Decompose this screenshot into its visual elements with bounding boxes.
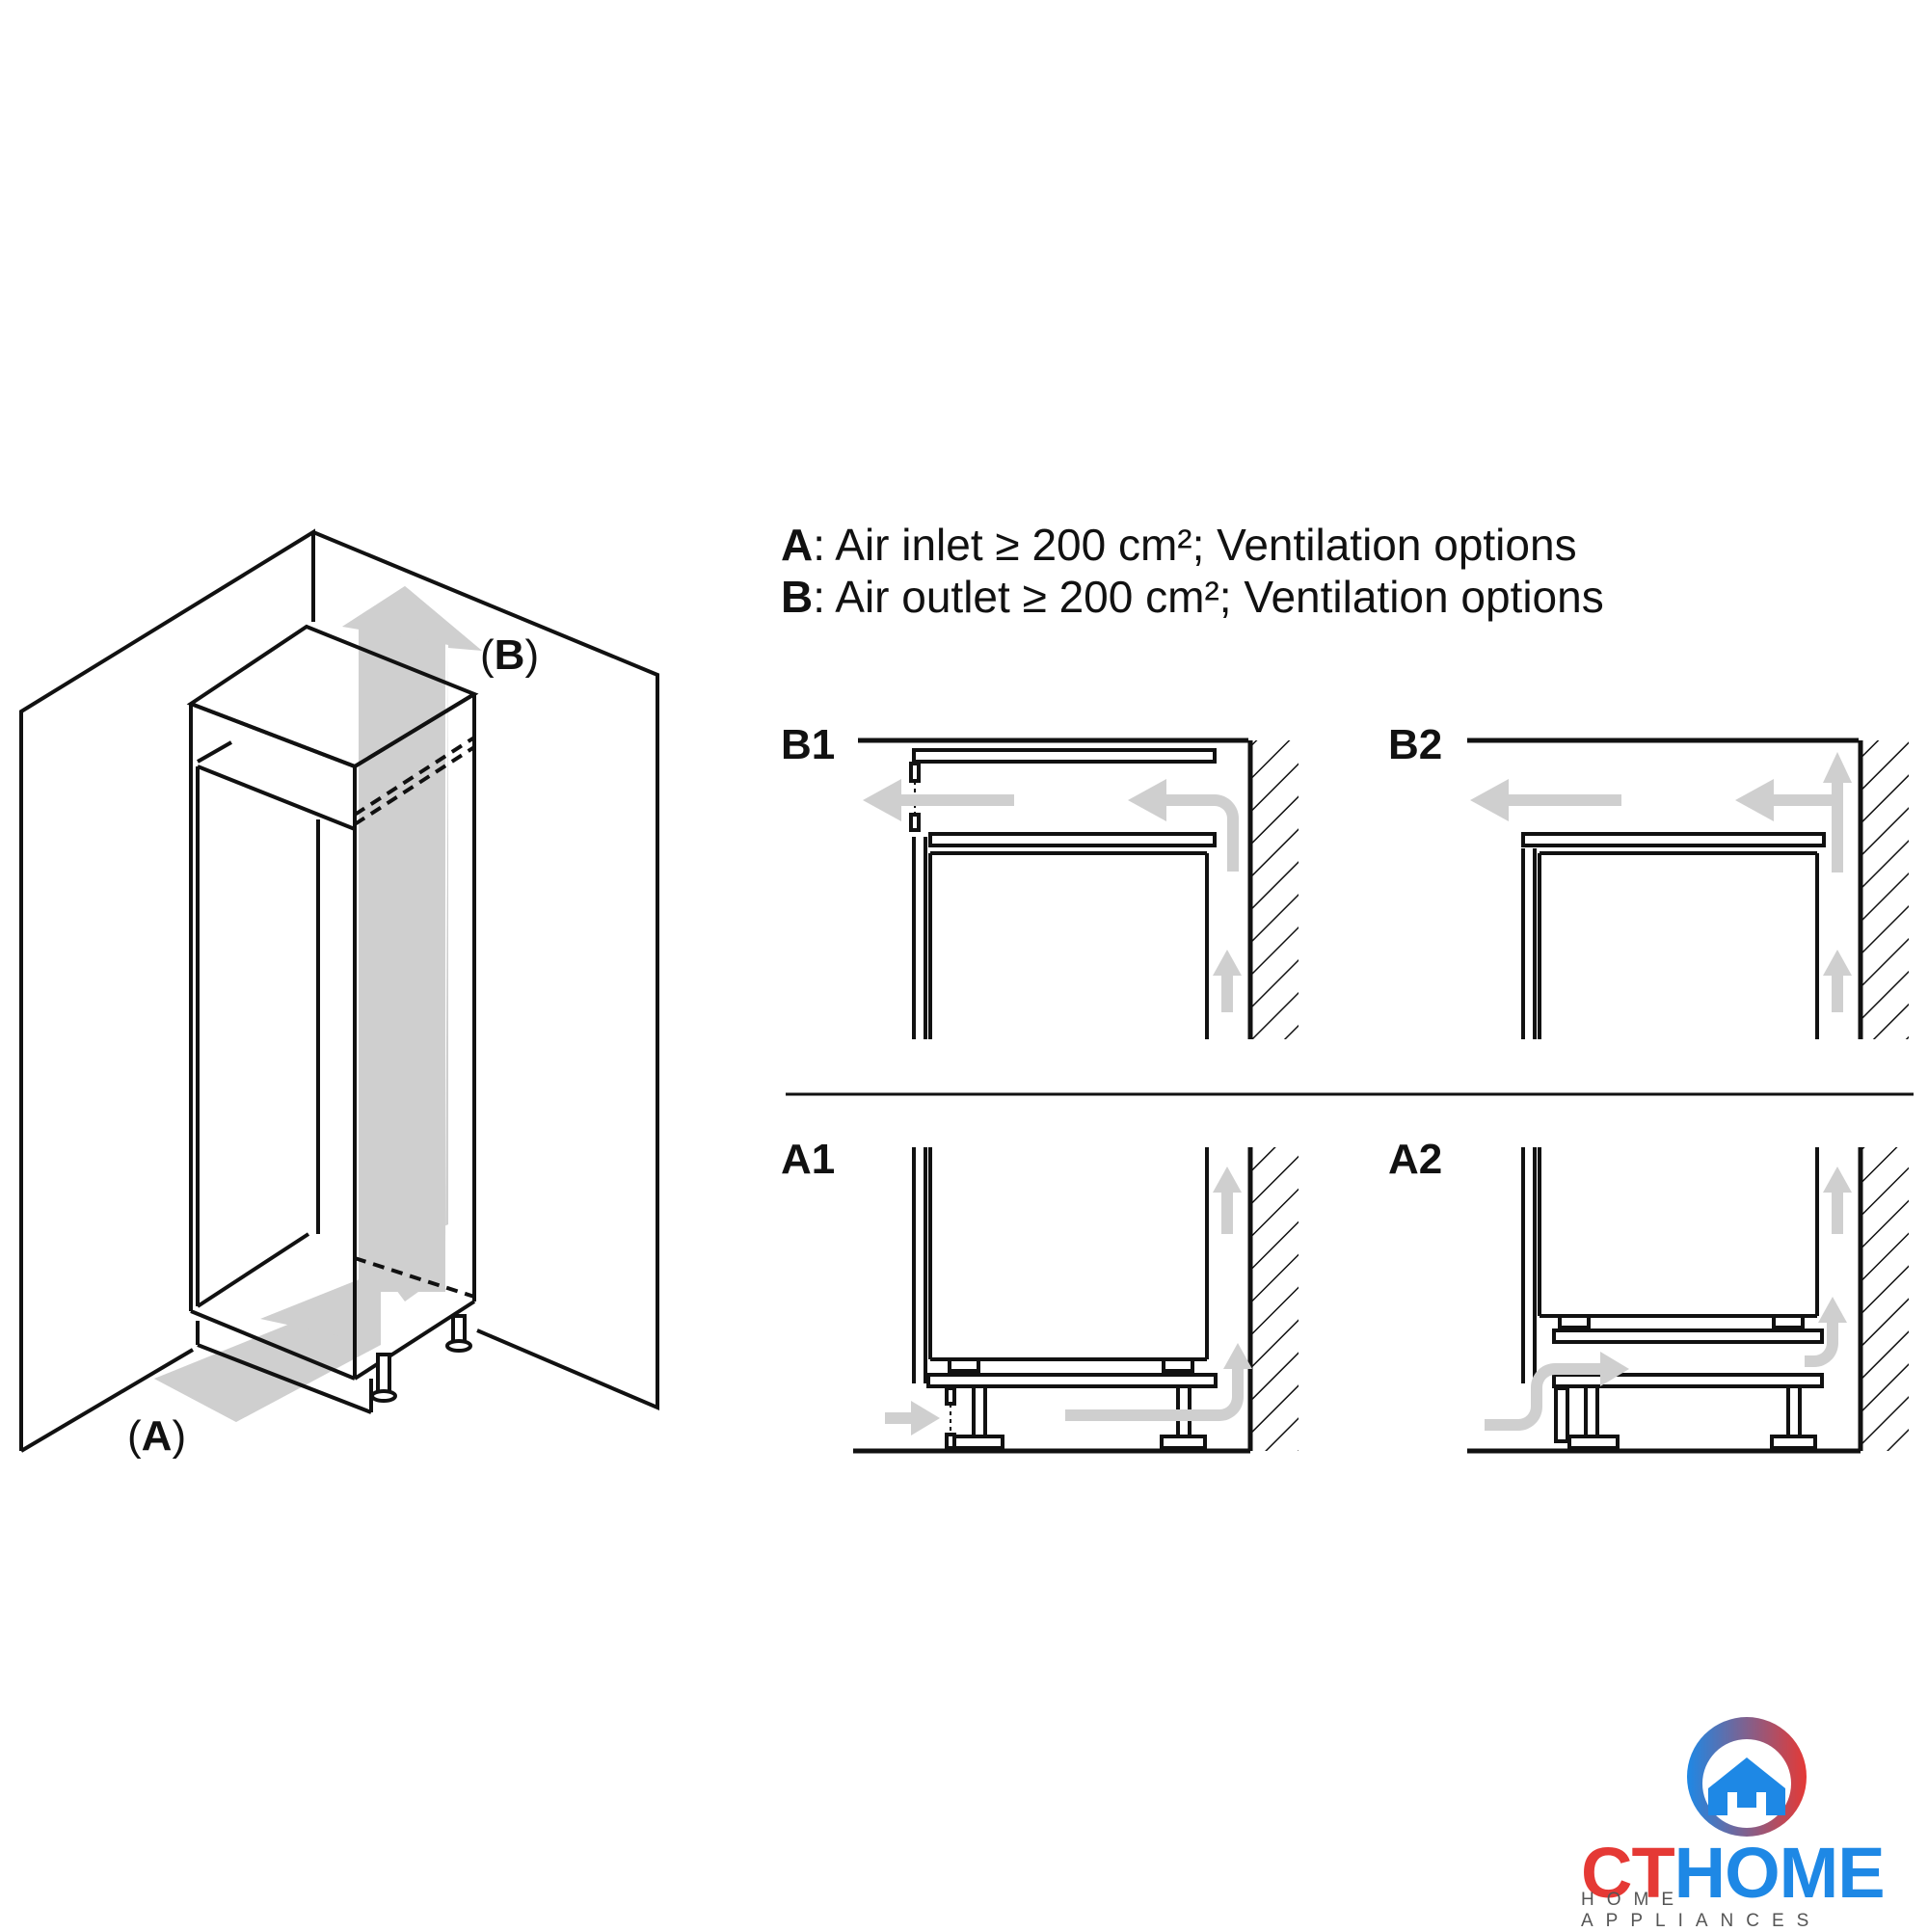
panel-label-b2: B2 bbox=[1388, 721, 1443, 768]
panel-a2 bbox=[1467, 1147, 1909, 1454]
logo-wordmark: CTHOME bbox=[1581, 1832, 1886, 1914]
panel-label-a2: A2 bbox=[1388, 1136, 1443, 1183]
iso-label-a-text: A bbox=[141, 1412, 173, 1460]
panel-b1 bbox=[858, 738, 1299, 1039]
right-wall bbox=[312, 530, 659, 1411]
iso-label-a: (A) bbox=[127, 1412, 187, 1460]
iso-label-b-text: B bbox=[494, 631, 525, 679]
legend-b-key: B bbox=[781, 572, 814, 622]
legend-b: B: Air outlet ≥ 200 cm²; Ventilation opt… bbox=[781, 571, 1604, 623]
left-wall-bottom bbox=[19, 1348, 195, 1453]
left-wall bbox=[19, 528, 315, 1451]
legend-a-text: : Air inlet ≥ 200 cm²; Ventilation optio… bbox=[813, 520, 1577, 570]
isometric-cabinet bbox=[19, 528, 659, 1453]
panel-b2 bbox=[1467, 738, 1909, 1039]
legend-a: A: Air inlet ≥ 200 cm²; Ventilation opti… bbox=[781, 519, 1604, 571]
panel-a1 bbox=[853, 1147, 1299, 1454]
logo-tagline: HOME APPLIANCES bbox=[1581, 1890, 1822, 1931]
legend: A: Air inlet ≥ 200 cm²; Ventilation opti… bbox=[781, 519, 1604, 623]
logo-part1: CT bbox=[1581, 1833, 1675, 1913]
panel-label-a1: A1 bbox=[781, 1136, 836, 1183]
legend-a-key: A bbox=[781, 520, 814, 570]
legend-b-text: : Air outlet ≥ 200 cm²; Ventilation opti… bbox=[813, 572, 1604, 622]
logo-part2: HOME bbox=[1674, 1833, 1886, 1913]
cthome-logo-icon bbox=[1687, 1717, 1807, 1837]
panel-label-b1: B1 bbox=[781, 721, 836, 768]
iso-label-b: (B) bbox=[480, 631, 540, 679]
